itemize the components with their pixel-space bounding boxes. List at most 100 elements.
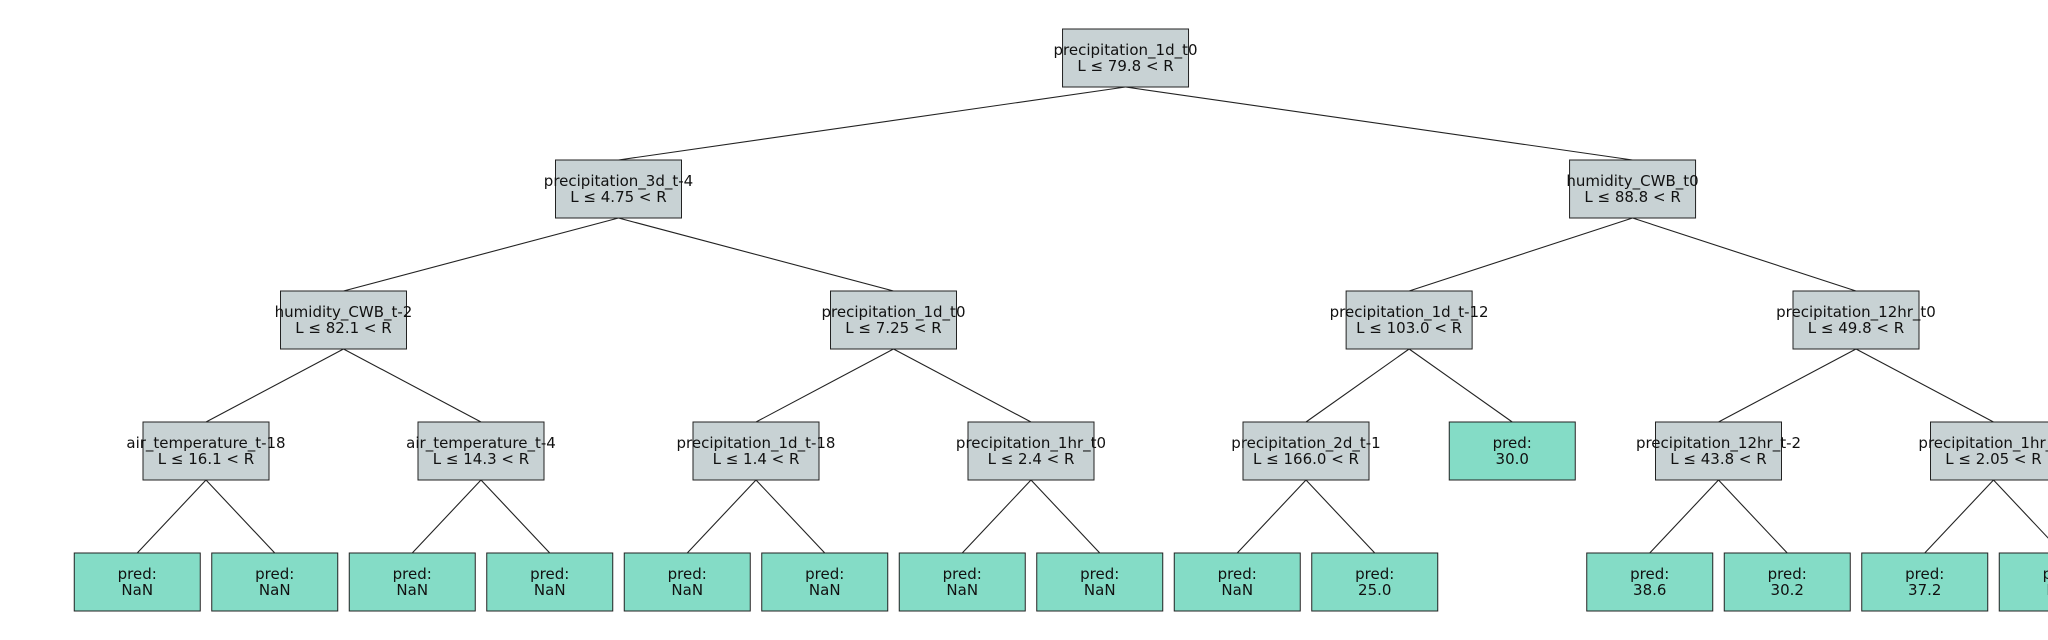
split-condition: L ≤ 49.8 < R (1808, 319, 1904, 337)
tree-edge (343, 217, 619, 292)
split-node: precipitation_1d_t-12L ≤ 103.0 < R (1330, 290, 1489, 350)
leaf-value: NaN (1084, 581, 1116, 599)
leaf-value: NaN (259, 581, 291, 599)
leaf-label: pred: (1355, 565, 1394, 583)
split-box (417, 421, 545, 481)
nodes: precipitation_1d_t0L ≤ 79.8 < Rprecipita… (73, 28, 2048, 612)
leaf-value: NaN (809, 581, 841, 599)
split-box (555, 159, 682, 219)
leaf-box (1448, 421, 1576, 481)
leaf-box (486, 552, 614, 612)
split-node: air_temperature_t-4L ≤ 14.3 < R (406, 421, 556, 481)
leaf-box (623, 552, 751, 612)
leaf-node: pred:NaN (1998, 552, 2048, 612)
leaf-label: pred: (1080, 565, 1119, 583)
split-condition: L ≤ 1.4 < R (713, 450, 800, 468)
tree-edge (1408, 348, 1513, 423)
leaf-node: pred:NaN (761, 552, 889, 612)
split-box (1655, 421, 1782, 481)
leaf-value: NaN (2046, 581, 2048, 599)
leaf-value: NaN (671, 581, 703, 599)
leaf-box (1586, 552, 1714, 612)
split-node: precipitation_1hr_t0L ≤ 2.4 < R (956, 421, 1106, 481)
leaf-label: pred: (2043, 565, 2048, 583)
tree-edge (480, 479, 551, 554)
leaf-box (1998, 552, 2048, 612)
leaf-label: pred: (1768, 565, 1807, 583)
split-condition: L ≤ 2.05 < R (1945, 450, 2041, 468)
split-node: air_temperature_t-18L ≤ 16.1 < R (126, 421, 286, 481)
leaf-value: NaN (534, 581, 566, 599)
split-node: precipitation_1d_t0L ≤ 79.8 < R (1054, 28, 1198, 88)
tree-edge (1632, 217, 1857, 292)
tree-edge (1305, 348, 1410, 423)
split-node: humidity_CWB_t-2L ≤ 82.1 < R (275, 290, 413, 350)
leaf-node: pred:NaN (898, 552, 1026, 612)
tree-edge (136, 479, 207, 554)
split-condition: L ≤ 166.0 < R (1253, 450, 1359, 468)
leaf-value: 30.2 (1771, 581, 1804, 599)
leaf-node: pred:38.6 (1586, 552, 1714, 612)
tree-edge (893, 348, 1032, 423)
split-box (1242, 421, 1370, 481)
tree-edge (411, 479, 482, 554)
leaf-node: pred:NaN (486, 552, 614, 612)
feature-name: precipitation_1d_t-18 (677, 434, 836, 453)
leaf-label: pred: (1630, 565, 1669, 583)
tree-edge (343, 348, 482, 423)
leaf-box (73, 552, 201, 612)
split-condition: L ≤ 79.8 < R (1077, 57, 1173, 75)
split-box (1569, 159, 1697, 219)
leaf-value: NaN (946, 581, 978, 599)
split-node: precipitation_12hr_t-2L ≤ 43.8 < R (1636, 421, 1801, 481)
split-condition: L ≤ 4.75 < R (570, 188, 666, 206)
leaf-value: NaN (121, 581, 153, 599)
leaf-box (348, 552, 476, 612)
leaf-box (761, 552, 889, 612)
split-node: precipitation_1d_t0L ≤ 7.25 < R (822, 290, 966, 350)
leaf-box (1311, 552, 1439, 612)
feature-name: humidity_CWB_t-2 (275, 303, 413, 322)
leaf-box (898, 552, 1026, 612)
leaf-node: pred:30.0 (1448, 421, 1576, 481)
leaf-label: pred: (943, 565, 982, 583)
split-box (1062, 28, 1190, 88)
leaf-label: pred: (393, 565, 432, 583)
leaf-label: pred: (118, 565, 157, 583)
split-box (692, 421, 820, 481)
feature-name: precipitation_1hr_t0 (1918, 434, 2048, 453)
feature-name: humidity_CWB_t0 (1566, 172, 1698, 191)
split-condition: L ≤ 16.1 < R (158, 450, 254, 468)
leaf-node: pred:NaN (211, 552, 339, 612)
tree-edge (1649, 479, 1719, 554)
split-box (1792, 290, 1920, 350)
leaf-label: pred: (805, 565, 844, 583)
split-box (1930, 421, 2048, 481)
leaf-label: pred: (530, 565, 569, 583)
tree-edge (755, 348, 894, 423)
split-box (280, 290, 407, 350)
feature-name: air_temperature_t-4 (406, 434, 556, 453)
feature-name: precipitation_1hr_t0 (956, 434, 1106, 453)
tree-edge (205, 348, 344, 423)
leaf-box (1036, 552, 1164, 612)
split-box (142, 421, 270, 481)
split-condition: L ≤ 88.8 < R (1584, 188, 1680, 206)
tree-edge (1305, 479, 1376, 554)
leaf-node: pred:37.2 (1861, 552, 1989, 612)
leaf-node: pred:30.2 (1723, 552, 1851, 612)
split-condition: L ≤ 2.4 < R (988, 450, 1075, 468)
leaf-node: pred:NaN (1036, 552, 1164, 612)
feature-name: precipitation_1d_t0 (1054, 41, 1198, 60)
split-node: precipitation_2d_t-1L ≤ 166.0 < R (1231, 421, 1381, 481)
leaf-value: NaN (396, 581, 428, 599)
leaf-node: pred:NaN (1173, 552, 1301, 612)
leaf-value: 25.0 (1358, 581, 1391, 599)
edges (136, 86, 2048, 554)
tree-edge (618, 86, 1126, 161)
leaf-value: 30.0 (1496, 450, 1529, 468)
leaf-label: pred: (1905, 565, 1944, 583)
leaf-node: pred:25.0 (1311, 552, 1439, 612)
leaf-box (1173, 552, 1301, 612)
